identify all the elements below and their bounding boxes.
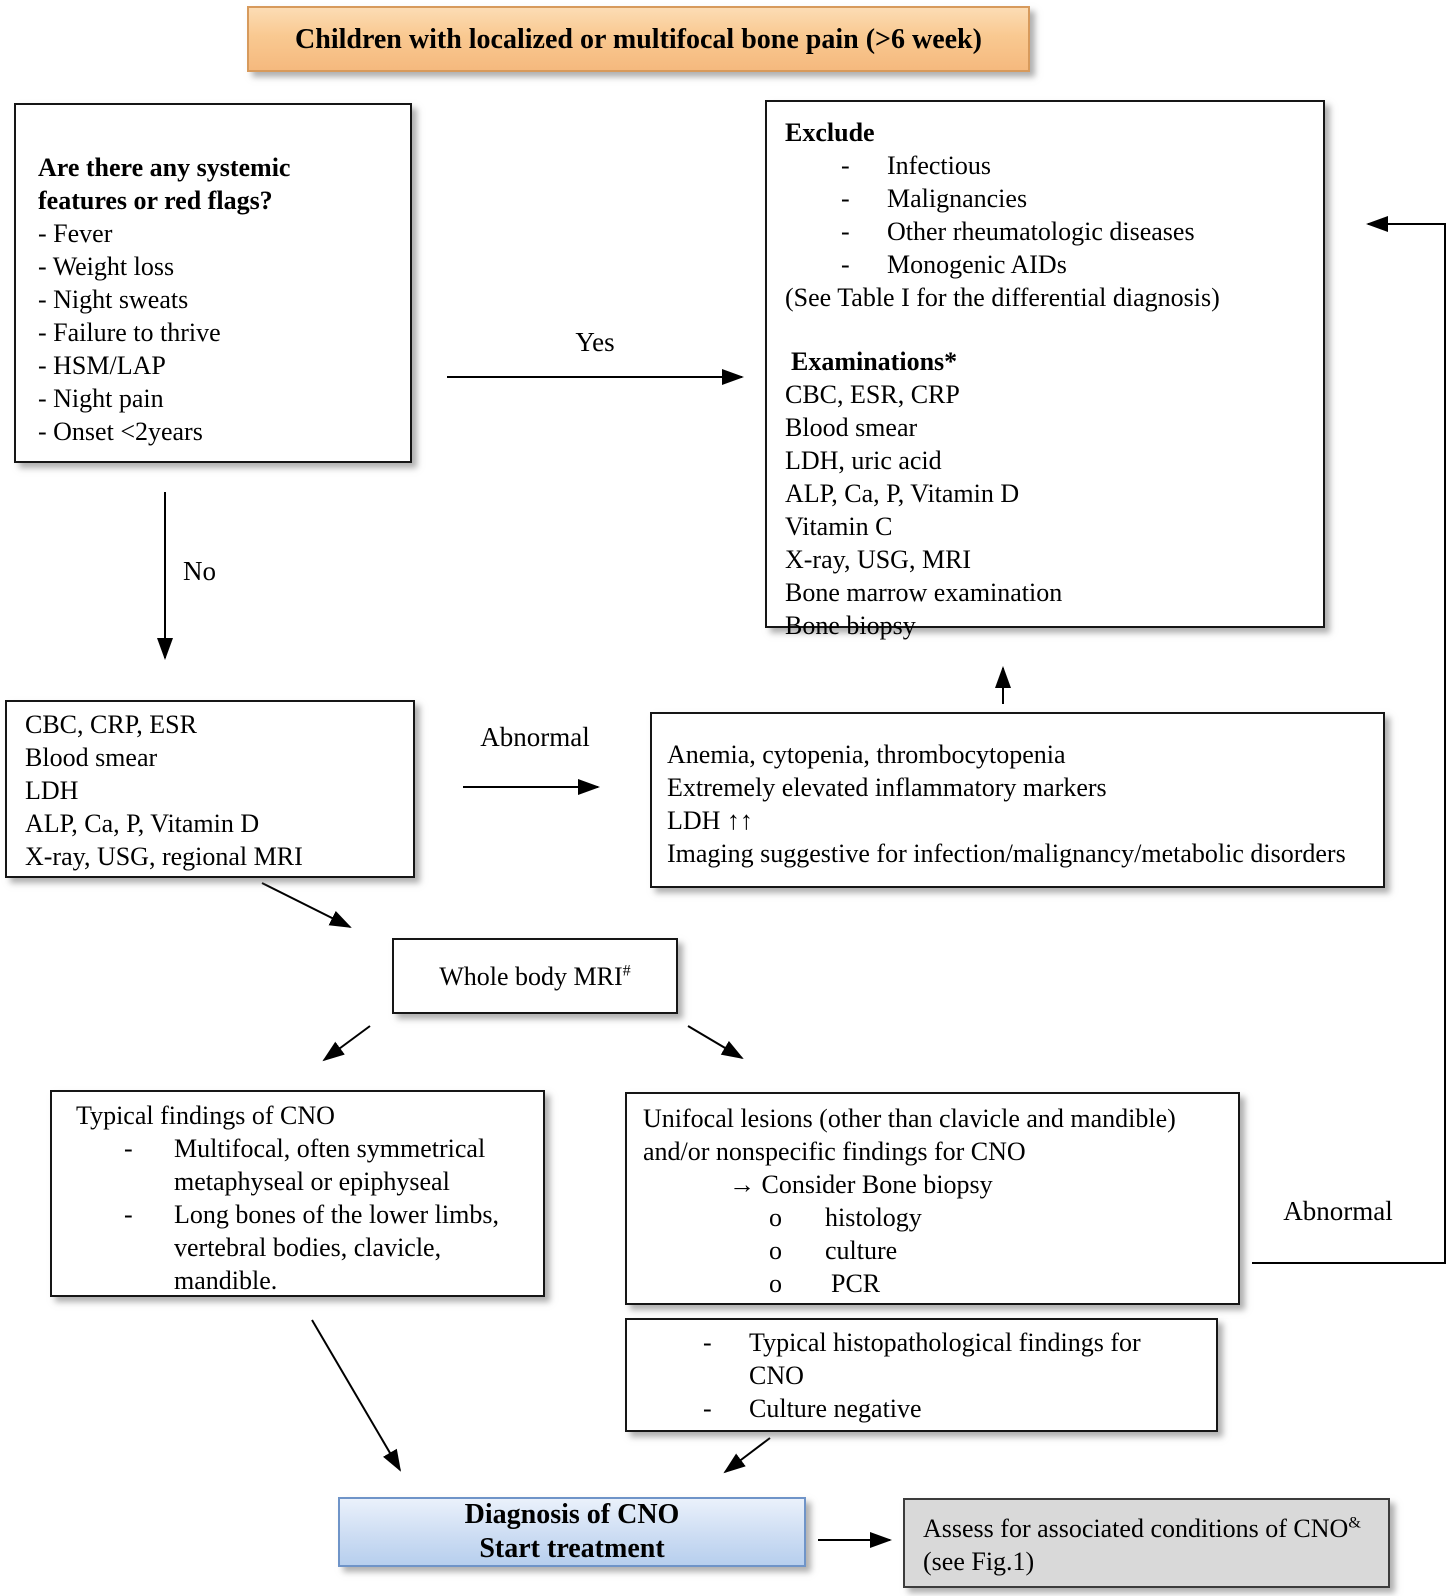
diagnosis-line: Start treatment xyxy=(479,1533,665,1564)
abnormal-right-label: Abnormal xyxy=(1283,1196,1393,1226)
exam-item: LDH, uric acid xyxy=(785,446,942,475)
typical-findings-box: Typical findings of CNO - Multifocal, of… xyxy=(50,1090,545,1297)
exclude-heading: Exclude xyxy=(785,118,875,147)
red-flag-item: - HSM/LAP xyxy=(38,351,166,380)
circle-marker: o xyxy=(769,1236,782,1265)
histo-item: - Culture negative xyxy=(703,1394,922,1423)
typical-to-diagnosis-arrow xyxy=(311,1319,402,1472)
exclude-note: (See Table I for the differential diagno… xyxy=(785,283,1220,312)
typical-item: - Long bones of the lower limbs, vertebr… xyxy=(124,1200,499,1295)
typical-item: - Multifocal, often symmetrical metaphys… xyxy=(124,1134,486,1196)
diagnosis-line: Diagnosis of CNO xyxy=(464,1499,680,1530)
circle-marker: o xyxy=(769,1269,782,1298)
mri-superscript: # xyxy=(622,962,631,980)
exam-item: Bone marrow examination xyxy=(785,578,1063,607)
dash-marker: - xyxy=(124,1200,133,1229)
assess-line: Assess for associated conditions of CNO& xyxy=(923,1514,1361,1543)
red-flag-item: - Night pain xyxy=(38,384,164,413)
workup-item: ALP, Ca, P, Vitamin D xyxy=(25,809,260,838)
exclude-item: - Other rheumatologic diseases xyxy=(841,217,1195,246)
biopsy-sub-item: o culture xyxy=(769,1236,898,1265)
title-box: Children with localized or multifocal bo… xyxy=(247,6,1030,72)
workup-to-mri-arrow xyxy=(261,882,352,928)
mri-label: Whole body MRI xyxy=(439,962,623,991)
abnormal-left-label: Abnormal xyxy=(480,722,590,752)
red-flags-heading: Are there any systemic features or red f… xyxy=(38,153,291,215)
unifocal-line: and/or nonspecific findings for CNO xyxy=(643,1137,1026,1166)
whole-body-mri-box: Whole body MRI# xyxy=(392,938,678,1014)
dash-marker: - xyxy=(841,250,850,279)
exam-item: ALP, Ca, P, Vitamin D xyxy=(785,479,1020,508)
no-label: No xyxy=(183,556,216,586)
workup-item: CBC, CRP, ESR xyxy=(25,710,197,739)
diagnosis-box: Diagnosis of CNO Start treatment xyxy=(338,1497,806,1567)
unifocal-line: Unifocal lesions (other than clavicle an… xyxy=(643,1104,1176,1133)
exam-item: Blood smear xyxy=(785,413,918,442)
exam-item: Vitamin C xyxy=(785,512,893,541)
biopsy-sub-item: o histology xyxy=(769,1203,922,1232)
dash-marker: - xyxy=(841,217,850,246)
abnormal-findings-box: Anemia, cytopenia, thrombocytopenia Extr… xyxy=(650,712,1385,888)
circle-marker: o xyxy=(769,1203,782,1232)
assess-box: Assess for associated conditions of CNO&… xyxy=(903,1498,1390,1588)
dash-marker: - xyxy=(703,1394,712,1423)
finding-item: LDH ↑↑ xyxy=(667,806,753,835)
workup-item: Blood smear xyxy=(25,743,158,772)
exam-item: Bone biopsy xyxy=(785,611,916,640)
histopathology-box: - Typical histopathological findings for… xyxy=(625,1318,1218,1432)
mri-to-typical-arrow xyxy=(322,1025,371,1062)
typical-heading: Typical findings of CNO xyxy=(76,1101,335,1130)
exam-item: CBC, ESR, CRP xyxy=(785,380,960,409)
assess-line: (see Fig.1) xyxy=(923,1547,1035,1576)
dash-marker: - xyxy=(841,151,850,180)
exclude-box: Exclude - Infectious - Malignancies - Ot… xyxy=(765,100,1325,640)
red-flag-item: - Failure to thrive xyxy=(38,318,221,347)
red-flags-box: Are there any systemic features or red f… xyxy=(14,103,412,463)
finding-item: Extremely elevated inflammatory markers xyxy=(667,773,1107,802)
dash-marker: - xyxy=(703,1328,712,1357)
histo-to-diagnosis-arrow xyxy=(723,1437,771,1474)
exclude-item: - Malignancies xyxy=(841,184,1028,213)
consider-biopsy-line: → Consider Bone biopsy xyxy=(729,1170,993,1199)
workup-item: X-ray, USG, regional MRI xyxy=(25,842,303,871)
red-flag-item: - Weight loss xyxy=(38,252,175,281)
histo-item: - Typical histopathological findings for… xyxy=(703,1328,1141,1390)
dash-marker: - xyxy=(841,184,850,213)
finding-item: Imaging suggestive for infection/maligna… xyxy=(667,839,1346,868)
exam-item: X-ray, USG, MRI xyxy=(785,545,972,574)
red-flag-item: - Onset <2years xyxy=(38,417,203,446)
finding-item: Anemia, cytopenia, thrombocytopenia xyxy=(667,740,1066,769)
workup-item: LDH xyxy=(25,776,79,805)
initial-workup-box: CBC, CRP, ESR Blood smear LDH ALP, Ca, P… xyxy=(5,700,415,878)
assess-superscript: & xyxy=(1348,1514,1361,1532)
exclude-item: - Infectious xyxy=(841,151,991,180)
exclude-item: - Monogenic AIDs xyxy=(841,250,1067,279)
mri-to-unifocal-arrow xyxy=(687,1025,744,1060)
examinations-heading: Examinations* xyxy=(791,347,958,376)
red-flag-item: - Night sweats xyxy=(38,285,189,314)
page-title: Children with localized or multifocal bo… xyxy=(295,23,982,55)
dash-marker: - xyxy=(124,1134,133,1163)
unifocal-box: Unifocal lesions (other than clavicle an… xyxy=(625,1092,1240,1305)
yes-label: Yes xyxy=(575,327,615,357)
red-flag-item: - Fever xyxy=(38,219,113,248)
biopsy-sub-item: o PCR xyxy=(769,1269,881,1298)
